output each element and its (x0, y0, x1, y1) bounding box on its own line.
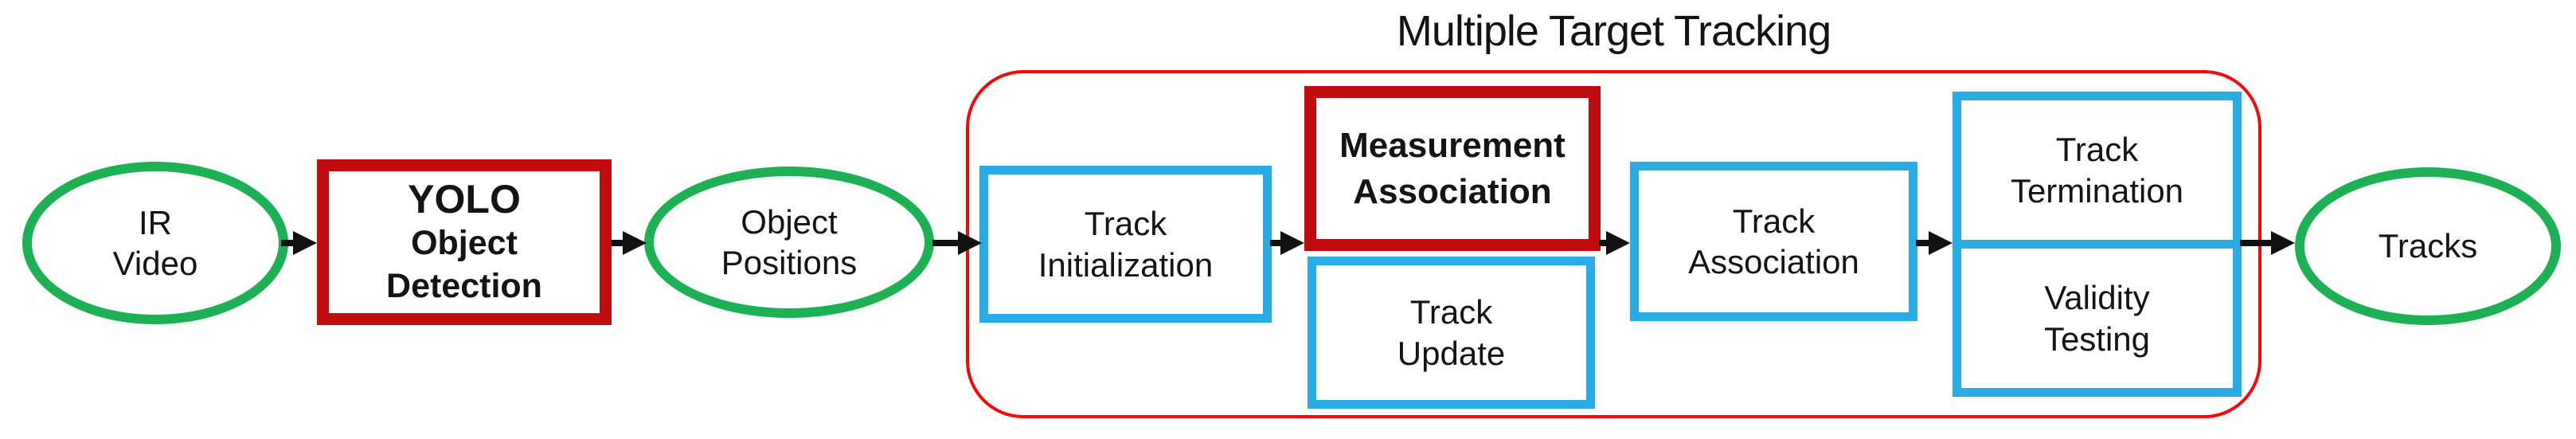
arrow-yolo-to-object-positions (612, 231, 647, 255)
node-track-association: Track Association (1630, 162, 1917, 321)
node-measurement-association: Measurement Association (1304, 86, 1601, 251)
stack-divider-line (1961, 240, 2233, 249)
node-tracks-label: Tracks (2378, 227, 2478, 265)
arrow-shaft (932, 240, 958, 246)
node-tracks: Tracks (2295, 167, 2561, 325)
node-track-update-label-line1: Track (1409, 293, 1493, 331)
node-measurement-association-label-line1: Measurement (1339, 126, 1566, 166)
arrow-right-icon (1280, 231, 1304, 255)
node-track-termination-label-line1: Track (2055, 131, 2139, 169)
node-track-update-label-line2: Update (1397, 334, 1506, 372)
arrow-object-positions-to-track-initialization (932, 231, 982, 255)
arrow-right-icon (1929, 231, 1953, 255)
node-ir-video-label-line2: Video (112, 245, 198, 282)
node-termination-validity-stack: Track Termination Validity Testing (1953, 92, 2242, 397)
arrow-measurement-association-to-track-association (1599, 231, 1630, 255)
arrow-shaft (281, 240, 293, 246)
arrow-right-icon (2271, 231, 2295, 255)
node-ir-video-label-line1: IR (139, 203, 172, 241)
node-validity-testing-label-line1: Validity (2044, 279, 2150, 317)
node-track-initialization: Track Initialization (979, 166, 1272, 323)
arrow-shaft (1916, 240, 1929, 246)
arrow-shaft (1270, 240, 1280, 246)
arrow-shaft (612, 240, 623, 246)
node-yolo-label-line2: Object Detection (386, 224, 542, 305)
arrow-shaft (2240, 240, 2271, 246)
arrow-track-initialization-to-measurement-association (1270, 231, 1304, 255)
arrow-termination-validity-to-tracks (2240, 231, 2295, 255)
node-track-initialization-label-line1: Track (1084, 205, 1167, 243)
arrow-right-icon (293, 231, 317, 255)
node-ir-video: IR Video (22, 162, 288, 324)
node-validity-testing-label-line2: Testing (2043, 319, 2151, 358)
arrow-ir-video-to-yolo (281, 231, 317, 255)
node-track-update: Track Update (1308, 257, 1595, 409)
arrow-shaft (1599, 240, 1606, 246)
node-track-association-label-line1: Track (1732, 202, 1816, 240)
node-yolo-label-line1: YOLO (408, 176, 521, 221)
node-track-termination-label-line2: Termination (2010, 171, 2184, 210)
node-track-initialization-label-line2: Initialization (1038, 245, 1214, 284)
node-validity-testing: Validity Testing (1961, 249, 2233, 388)
node-object-positions: Object Positions (644, 167, 934, 318)
arrow-right-icon (623, 231, 647, 255)
diagram-title: Multiple Target Tracking (1396, 7, 1831, 55)
node-object-positions-label-line1: Object (741, 202, 838, 241)
node-measurement-association-label-line2: Association (1353, 171, 1552, 211)
node-object-positions-label-line2: Positions (721, 244, 858, 281)
node-track-termination: Track Termination (1961, 100, 2233, 240)
node-yolo-object-detection: YOLO Object Detection (317, 159, 612, 325)
node-track-association-label-line2: Association (1688, 243, 1859, 280)
arrow-right-icon (1606, 231, 1630, 255)
arrow-right-icon (958, 231, 982, 255)
arrow-track-association-to-termination-validity (1916, 231, 1953, 255)
